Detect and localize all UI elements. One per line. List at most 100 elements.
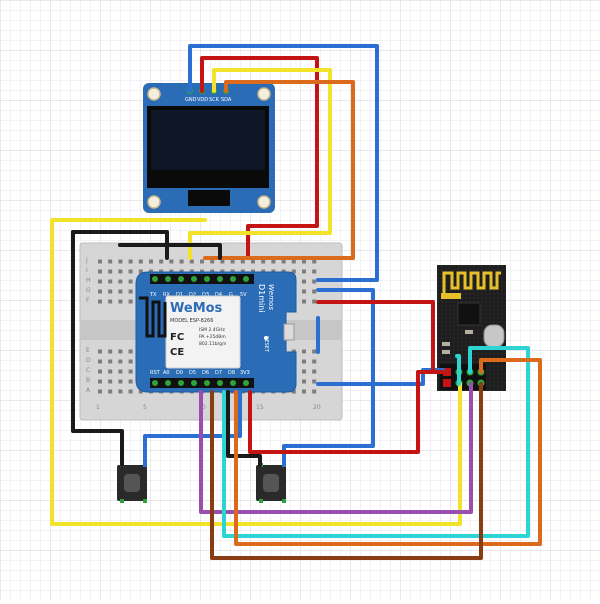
- wire-black-top[interactable]: [71, 230, 169, 260]
- push-button-right[interactable]: [256, 463, 286, 503]
- breadboard-hole[interactable]: [312, 269, 317, 274]
- wemos-pin[interactable]: [152, 276, 158, 282]
- breadboard-hole[interactable]: [118, 369, 123, 374]
- wire-button-left-signal[interactable]: [71, 230, 124, 467]
- breadboard-hole[interactable]: [302, 359, 306, 364]
- breadboard-hole[interactable]: [138, 389, 143, 394]
- breadboard-hole[interactable]: [302, 279, 306, 284]
- wire-black-rail[interactable]: [118, 243, 222, 260]
- wemos-pin[interactable]: [243, 380, 249, 386]
- breadboard-hole[interactable]: [108, 359, 113, 364]
- breadboard-hole[interactable]: [169, 259, 174, 264]
- wemos-pin[interactable]: [178, 380, 184, 386]
- wemos-pin[interactable]: [191, 380, 197, 386]
- breadboard-hole[interactable]: [118, 299, 123, 304]
- breadboard-hole[interactable]: [251, 259, 255, 264]
- wemos-pin[interactable]: [243, 276, 249, 282]
- breadboard-hole[interactable]: [281, 259, 286, 264]
- breadboard-hole[interactable]: [302, 299, 306, 304]
- wire-nrf-vcc[interactable]: [248, 370, 445, 454]
- breadboard-hole[interactable]: [108, 269, 113, 274]
- breadboard-hole[interactable]: [108, 389, 113, 394]
- breadboard-hole[interactable]: [118, 359, 123, 364]
- breadboard-hole[interactable]: [312, 259, 317, 264]
- breadboard-hole[interactable]: [98, 369, 102, 374]
- breadboard-hole[interactable]: [291, 389, 296, 394]
- wemos-pin[interactable]: [230, 380, 236, 386]
- breadboard-hole[interactable]: [128, 359, 133, 364]
- nrf24-pin[interactable]: [443, 379, 451, 387]
- breadboard-hole[interactable]: [210, 259, 215, 264]
- breadboard-hole[interactable]: [312, 299, 317, 304]
- button-cap[interactable]: [124, 474, 140, 492]
- wemos-pin[interactable]: [178, 276, 184, 282]
- wire-button-left-gnd[interactable]: [143, 390, 242, 467]
- breadboard-hole[interactable]: [108, 289, 113, 294]
- wire-oled-sda[interactable]: [203, 80, 355, 260]
- wire-oled-sck[interactable]: [188, 68, 332, 260]
- breadboard-hole[interactable]: [312, 349, 317, 354]
- breadboard-hole[interactable]: [108, 299, 113, 304]
- breadboard-hole[interactable]: [302, 389, 306, 394]
- breadboard-hole[interactable]: [118, 389, 123, 394]
- nrf24-pin[interactable]: [443, 368, 451, 376]
- breadboard-hole[interactable]: [108, 369, 113, 374]
- wire-oled-gnd[interactable]: [188, 44, 379, 282]
- breadboard-hole[interactable]: [312, 359, 317, 364]
- wemos-pin[interactable]: [165, 380, 171, 386]
- breadboard-hole[interactable]: [312, 279, 317, 284]
- breadboard-hole[interactable]: [312, 389, 317, 394]
- breadboard-hole[interactable]: [189, 259, 194, 264]
- breadboard-hole[interactable]: [98, 359, 102, 364]
- breadboard-hole[interactable]: [200, 259, 204, 264]
- breadboard-hole[interactable]: [128, 279, 133, 284]
- breadboard-hole[interactable]: [108, 349, 113, 354]
- breadboard-hole[interactable]: [118, 379, 123, 384]
- wire-nrf-vcc-temp[interactable]: [316, 300, 435, 374]
- breadboard-hole[interactable]: [179, 259, 184, 264]
- breadboard-hole[interactable]: [128, 259, 133, 264]
- breadboard-hole[interactable]: [98, 279, 102, 284]
- breadboard-hole[interactable]: [128, 349, 133, 354]
- breadboard-hole[interactable]: [98, 299, 102, 304]
- breadboard-hole[interactable]: [302, 259, 306, 264]
- reset-button[interactable]: [283, 323, 295, 341]
- wemos-pin[interactable]: [204, 380, 210, 386]
- breadboard-hole[interactable]: [128, 379, 133, 384]
- wire-nrf-orange[interactable]: [234, 358, 542, 546]
- breadboard-hole[interactable]: [159, 259, 164, 264]
- wire-nrf-purple[interactable]: [199, 382, 473, 514]
- breadboard-hole[interactable]: [118, 259, 123, 264]
- breadboard-hole[interactable]: [98, 389, 102, 394]
- wemos-pin[interactable]: [217, 380, 223, 386]
- wemos-pin[interactable]: [204, 276, 210, 282]
- breadboard-hole[interactable]: [98, 349, 102, 354]
- breadboard-hole[interactable]: [302, 379, 306, 384]
- breadboard-hole[interactable]: [108, 379, 113, 384]
- breadboard-hole[interactable]: [128, 369, 133, 374]
- breadboard-hole[interactable]: [118, 269, 123, 274]
- breadboard-hole[interactable]: [98, 259, 102, 264]
- breadboard-hole[interactable]: [138, 259, 143, 264]
- wire-nrf-cyan[interactable]: [222, 346, 530, 538]
- breadboard-hole[interactable]: [230, 259, 235, 264]
- wemos-pin[interactable]: [217, 276, 223, 282]
- wemos-pin[interactable]: [152, 380, 158, 386]
- breadboard-hole[interactable]: [98, 269, 102, 274]
- breadboard-hole[interactable]: [108, 279, 113, 284]
- breadboard-hole[interactable]: [118, 289, 123, 294]
- breadboard-hole[interactable]: [312, 369, 317, 374]
- breadboard-hole[interactable]: [128, 289, 133, 294]
- breadboard-hole[interactable]: [302, 369, 306, 374]
- wire-button-right-signal[interactable]: [226, 390, 262, 467]
- breadboard-hole[interactable]: [128, 269, 133, 274]
- breadboard-hole[interactable]: [98, 289, 102, 294]
- breadboard-hole[interactable]: [291, 259, 296, 264]
- breadboard-hole[interactable]: [138, 269, 143, 274]
- breadboard-hole[interactable]: [98, 379, 102, 384]
- breadboard-hole[interactable]: [291, 269, 296, 274]
- breadboard-hole[interactable]: [118, 349, 123, 354]
- breadboard-hole[interactable]: [128, 299, 133, 304]
- breadboard-hole[interactable]: [312, 379, 317, 384]
- button-cap[interactable]: [263, 474, 279, 492]
